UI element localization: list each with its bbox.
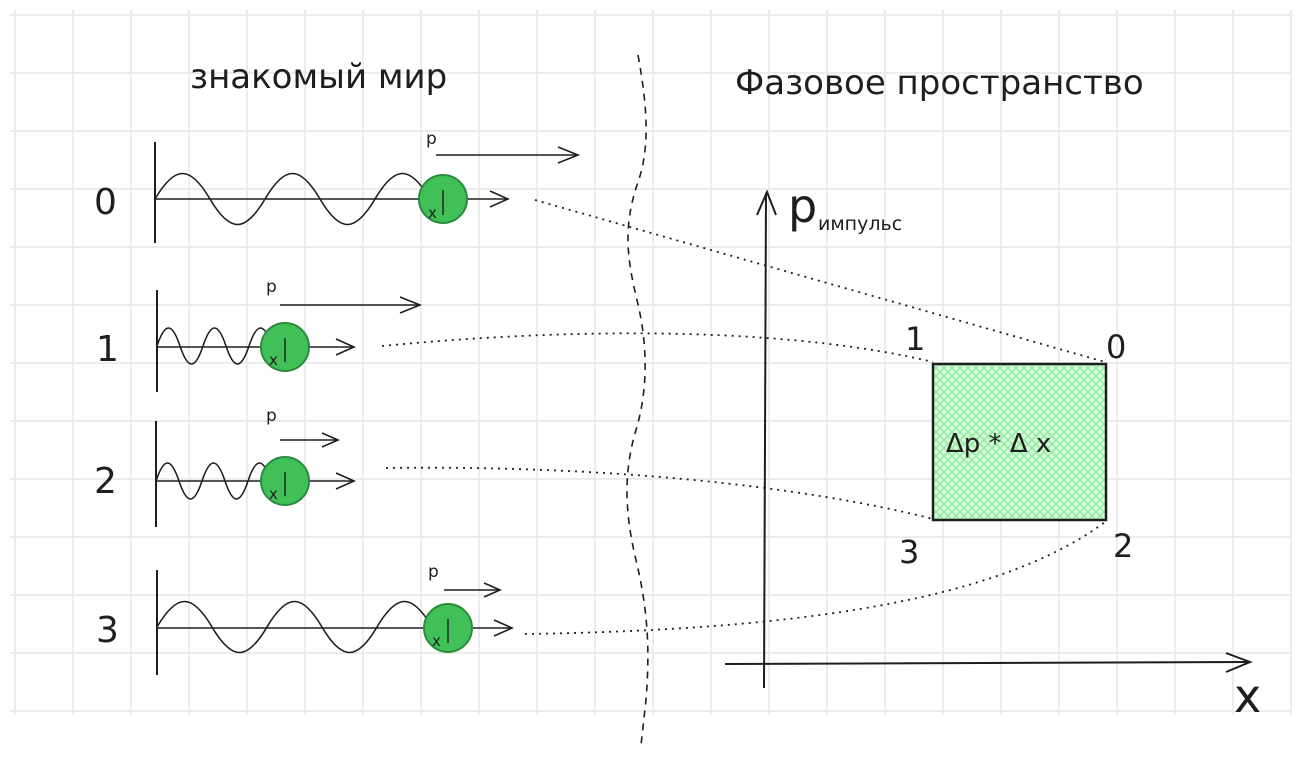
- y-axis-subscript: импульс: [818, 213, 902, 235]
- mapping-line-0: [534, 199, 1106, 363]
- arrow-head: [489, 190, 510, 208]
- arrow-head: [335, 472, 356, 490]
- momentum-label: p: [266, 277, 277, 297]
- position-mark: x: [428, 204, 437, 222]
- corner-label-3: 3: [899, 533, 919, 571]
- phase-axes: p импульс x: [724, 179, 1261, 723]
- x-axis-label: x: [1234, 669, 1261, 723]
- momentum-label: p: [428, 562, 439, 582]
- corner-label-2: 2: [1113, 527, 1133, 565]
- corner-label-0: 0: [1106, 328, 1126, 366]
- wave: [156, 600, 433, 654]
- left-title: знакомый мир: [190, 57, 447, 97]
- mapping-line-1: [381, 332, 934, 363]
- row-1: 1 x p: [96, 277, 423, 392]
- row-label: 2: [94, 461, 117, 502]
- y-axis-symbol: p: [788, 179, 817, 233]
- corner-label-1: 1: [905, 320, 925, 358]
- row-0: 0 x p: [94, 129, 581, 243]
- area-rectangle: [931, 362, 1108, 522]
- mapping-lines: [381, 199, 1106, 635]
- row-2: 2 x p: [94, 406, 356, 527]
- momentum-arrow-head: [483, 582, 502, 598]
- separator-line: [626, 54, 649, 746]
- position-mark: x: [432, 632, 441, 650]
- x-axis: [724, 661, 1251, 665]
- wave: [156, 327, 273, 365]
- area-label: Δp * Δ x: [946, 429, 1051, 459]
- mapping-line-3: [524, 521, 1106, 635]
- row-3: 3 x p: [96, 562, 514, 675]
- momentum-arrow-head: [399, 296, 423, 314]
- right-title: Фазовое пространство: [735, 63, 1144, 103]
- mapping-line-2: [385, 466, 934, 520]
- x-axis-arrow-head: [1225, 652, 1253, 673]
- row-label: 1: [96, 329, 119, 370]
- uncertainty-area: Δp * Δ x 1 0 3 2: [899, 320, 1133, 571]
- momentum-label: p: [266, 406, 277, 426]
- row-label: 3: [96, 610, 119, 651]
- row-label: 0: [94, 182, 117, 223]
- momentum-arrow-head: [557, 146, 581, 164]
- position-mark: x: [269, 485, 278, 503]
- arrow-head: [335, 338, 356, 356]
- momentum-arrow-head: [321, 432, 340, 448]
- background-grid: [10, 10, 1292, 715]
- wave: [154, 172, 431, 226]
- momentum-label: p: [426, 129, 437, 149]
- arrow-head: [493, 619, 514, 637]
- position-mark: x: [269, 351, 278, 369]
- wave: [155, 462, 272, 500]
- y-axis-arrow-head: [756, 189, 777, 216]
- y-axis: [763, 192, 767, 689]
